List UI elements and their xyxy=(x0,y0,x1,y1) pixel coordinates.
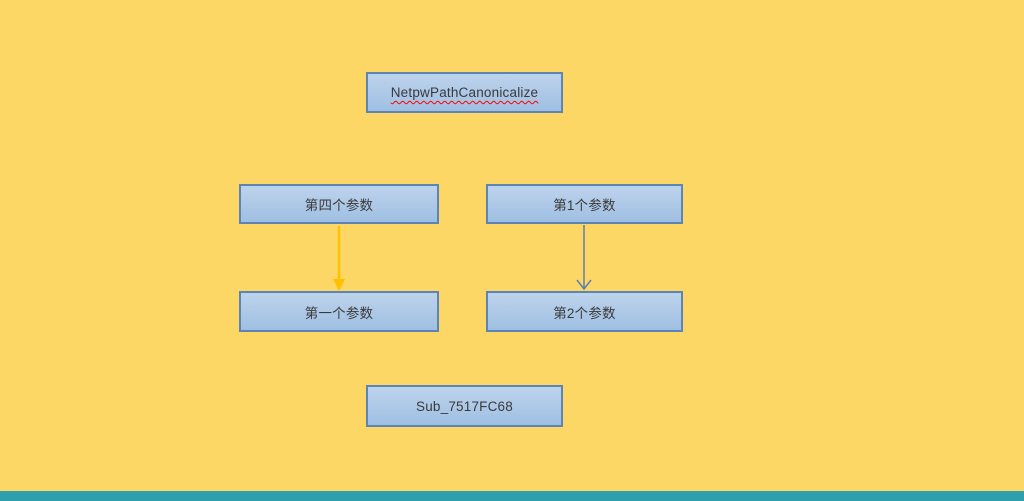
node-netpwpathcanonicalize[interactable]: NetpwPathCanonicalize xyxy=(366,72,563,113)
node-1st-parameter[interactable]: 第1个参数 xyxy=(486,184,683,224)
node-label: NetpwPathCanonicalize xyxy=(390,85,539,100)
node-label: 第四个参数 xyxy=(304,198,374,213)
node-label: 第一个参数 xyxy=(304,305,374,321)
node-first-parameter[interactable]: 第一个参数 xyxy=(239,291,439,332)
connector-fourth-param-to-first-param[interactable] xyxy=(333,226,345,291)
node-fourth-parameter[interactable]: 第四个参数 xyxy=(239,184,439,224)
bottom-window-edge-bar xyxy=(0,491,1024,501)
arrow-head-solid-icon xyxy=(333,279,345,291)
node-label: 第1个参数 xyxy=(553,198,616,213)
node-label: Sub_7517FC68 xyxy=(416,398,513,414)
node-sub-7517fc68[interactable]: Sub_7517FC68 xyxy=(366,385,563,427)
connector-1st-param-to-2nd-param[interactable] xyxy=(576,225,592,291)
node-label: 第2个参数 xyxy=(553,305,616,321)
arrow-head-open-icon xyxy=(576,279,592,291)
node-2nd-parameter[interactable]: 第2个参数 xyxy=(486,291,683,332)
